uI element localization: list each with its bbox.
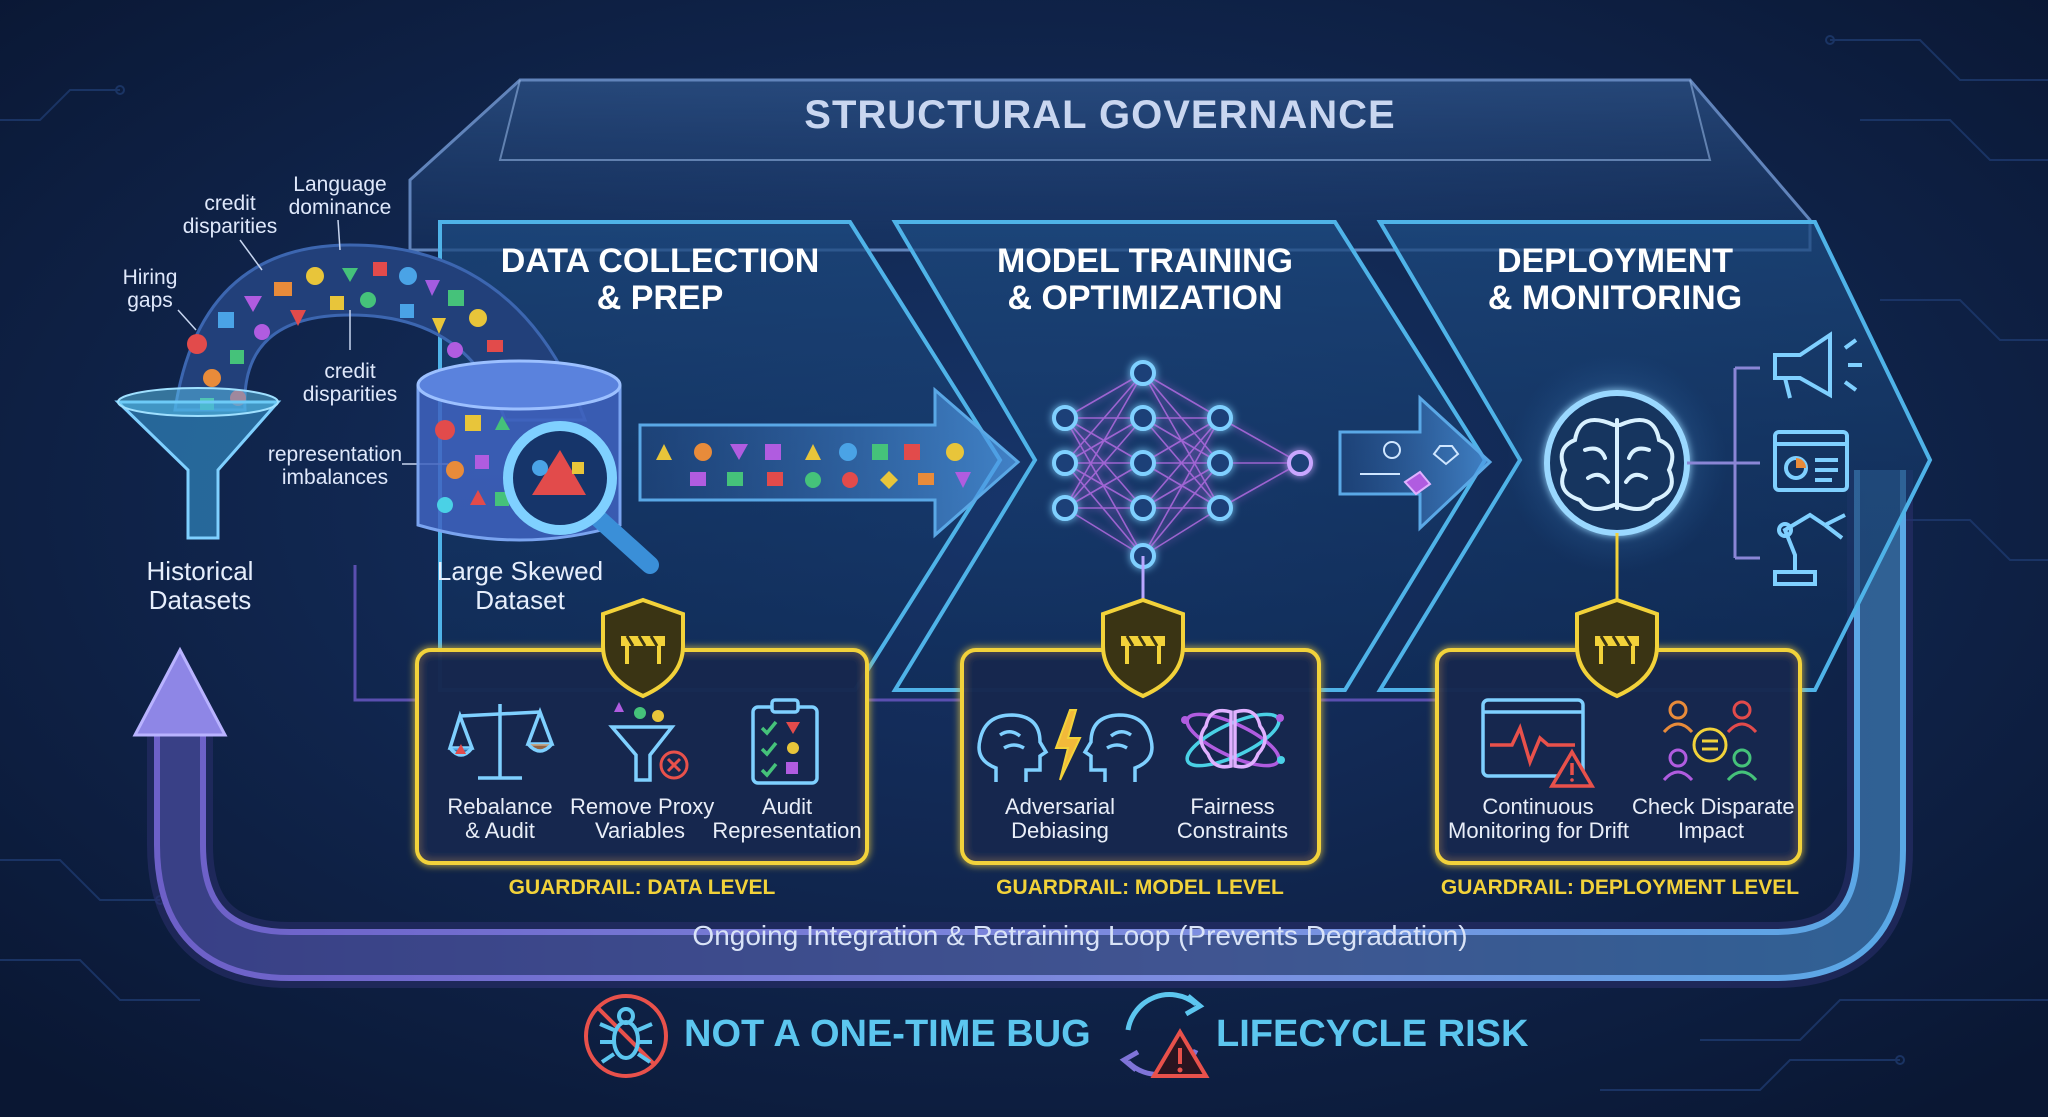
stage-title-deployment-line1: DEPLOYMENT (1440, 243, 1790, 280)
guardrail-item-monitoring-line2: Monitoring for Drift (1448, 819, 1628, 843)
guardrail-item-rebalance: Rebalance & Audit (430, 795, 570, 843)
nn-node (1132, 407, 1154, 429)
label-language-line2: dominance (280, 196, 400, 219)
label-dataset-line2: Dataset (430, 586, 610, 615)
stage-title-deployment-line2: & MONITORING (1440, 280, 1790, 317)
guardrail-item-remove-proxy-line2: Variables (570, 819, 710, 843)
guardrail-item-disparate-line2: Impact (1632, 819, 1790, 843)
guardrail-item-audit-line2: Representation (712, 819, 862, 843)
loop-label: Ongoing Integration & Retraining Loop (P… (560, 920, 1600, 952)
guardrail-item-adversarial-line1: Adversarial (985, 795, 1135, 819)
nn-node (1209, 452, 1231, 474)
stage-title-data-line2: & PREP (470, 280, 850, 317)
label-hiring-gaps-line1: Hiring (100, 266, 200, 289)
label-credit-mid-line1: credit (290, 360, 410, 383)
funnel-rim (118, 388, 278, 416)
label-language-dominance: Language dominance (280, 173, 400, 219)
label-credit-mid-line2: disparities (290, 383, 410, 406)
label-representation-imbalances: representation imbalances (260, 443, 410, 489)
guardrail-item-monitoring-line1: Continuous (1448, 795, 1628, 819)
guardrail-item-remove-proxy-line1: Remove Proxy (570, 795, 710, 819)
stage-title-model-line2: & OPTIMIZATION (960, 280, 1330, 317)
stage-title-model: MODEL TRAINING & OPTIMIZATION (960, 243, 1330, 317)
label-credit-disparities-mid: credit disparities (290, 360, 410, 406)
nn-node (1132, 452, 1154, 474)
nn-node (1054, 407, 1076, 429)
label-large-skewed-dataset: Large Skewed Dataset (430, 557, 610, 615)
guardrail-item-audit-line1: Audit (712, 795, 862, 819)
stage-title-model-line1: MODEL TRAINING (960, 243, 1330, 280)
nn-node (1209, 497, 1231, 519)
label-credit-top-line1: credit (180, 192, 280, 215)
dataset-cylinder-top (418, 361, 620, 409)
label-representation-line1: representation (260, 443, 410, 466)
guardrail-item-remove-proxy: Remove Proxy Variables (570, 795, 710, 843)
guardrail-item-fairness-line1: Fairness (1160, 795, 1305, 819)
guardrail-item-fairness: Fairness Constraints (1160, 795, 1305, 843)
guardrail-item-audit-representation: Audit Representation (712, 795, 862, 843)
guardrail-item-disparate-line1: Check Disparate (1632, 795, 1790, 819)
nn-node (1054, 452, 1076, 474)
risk-label-lifecycle-risk: LIFECYCLE RISK (1216, 1013, 1536, 1056)
label-hiring-gaps: Hiring gaps (100, 266, 200, 312)
label-historical-line1: Historical (120, 557, 280, 586)
nn-node (1132, 497, 1154, 519)
label-representation-line2: imbalances (260, 466, 410, 489)
label-hiring-gaps-line2: gaps (100, 289, 200, 312)
stage-title-data: DATA COLLECTION & PREP (470, 243, 850, 317)
label-credit-top-line2: disparities (180, 215, 280, 238)
label-historical-datasets: Historical Datasets (120, 557, 280, 615)
nn-node (1132, 362, 1154, 384)
label-language-line1: Language (280, 173, 400, 196)
guardrail-item-rebalance-line1: Rebalance (430, 795, 570, 819)
guardrail-footer-deployment: GUARDRAIL: DEPLOYMENT LEVEL (1420, 876, 1820, 900)
guardrail-item-adversarial: Adversarial Debiasing (985, 795, 1135, 843)
governance-title: STRUCTURAL GOVERNANCE (740, 93, 1460, 138)
guardrail-item-rebalance-line2: & Audit (430, 819, 570, 843)
guardrail-item-adversarial-line2: Debiasing (985, 819, 1135, 843)
label-credit-disparities-top: credit disparities (180, 192, 280, 238)
guardrail-footer-model: GUARDRAIL: MODEL LEVEL (965, 876, 1315, 900)
label-historical-line2: Datasets (120, 586, 280, 615)
stage-title-data-line1: DATA COLLECTION (470, 243, 850, 280)
stage-title-deployment: DEPLOYMENT & MONITORING (1440, 243, 1790, 317)
guardrail-item-fairness-line2: Constraints (1160, 819, 1305, 843)
nn-node (1209, 407, 1231, 429)
label-dataset-line1: Large Skewed (430, 557, 610, 586)
nn-node (1289, 452, 1311, 474)
guardrail-item-disparate-impact: Check Disparate Impact (1632, 795, 1790, 843)
nn-node (1054, 497, 1076, 519)
risk-label-not-one-time-bug: NOT A ONE-TIME BUG (684, 1013, 1044, 1056)
guardrail-item-continuous-monitoring: Continuous Monitoring for Drift (1448, 795, 1628, 843)
guardrail-footer-data: GUARDRAIL: DATA LEVEL (467, 876, 817, 900)
